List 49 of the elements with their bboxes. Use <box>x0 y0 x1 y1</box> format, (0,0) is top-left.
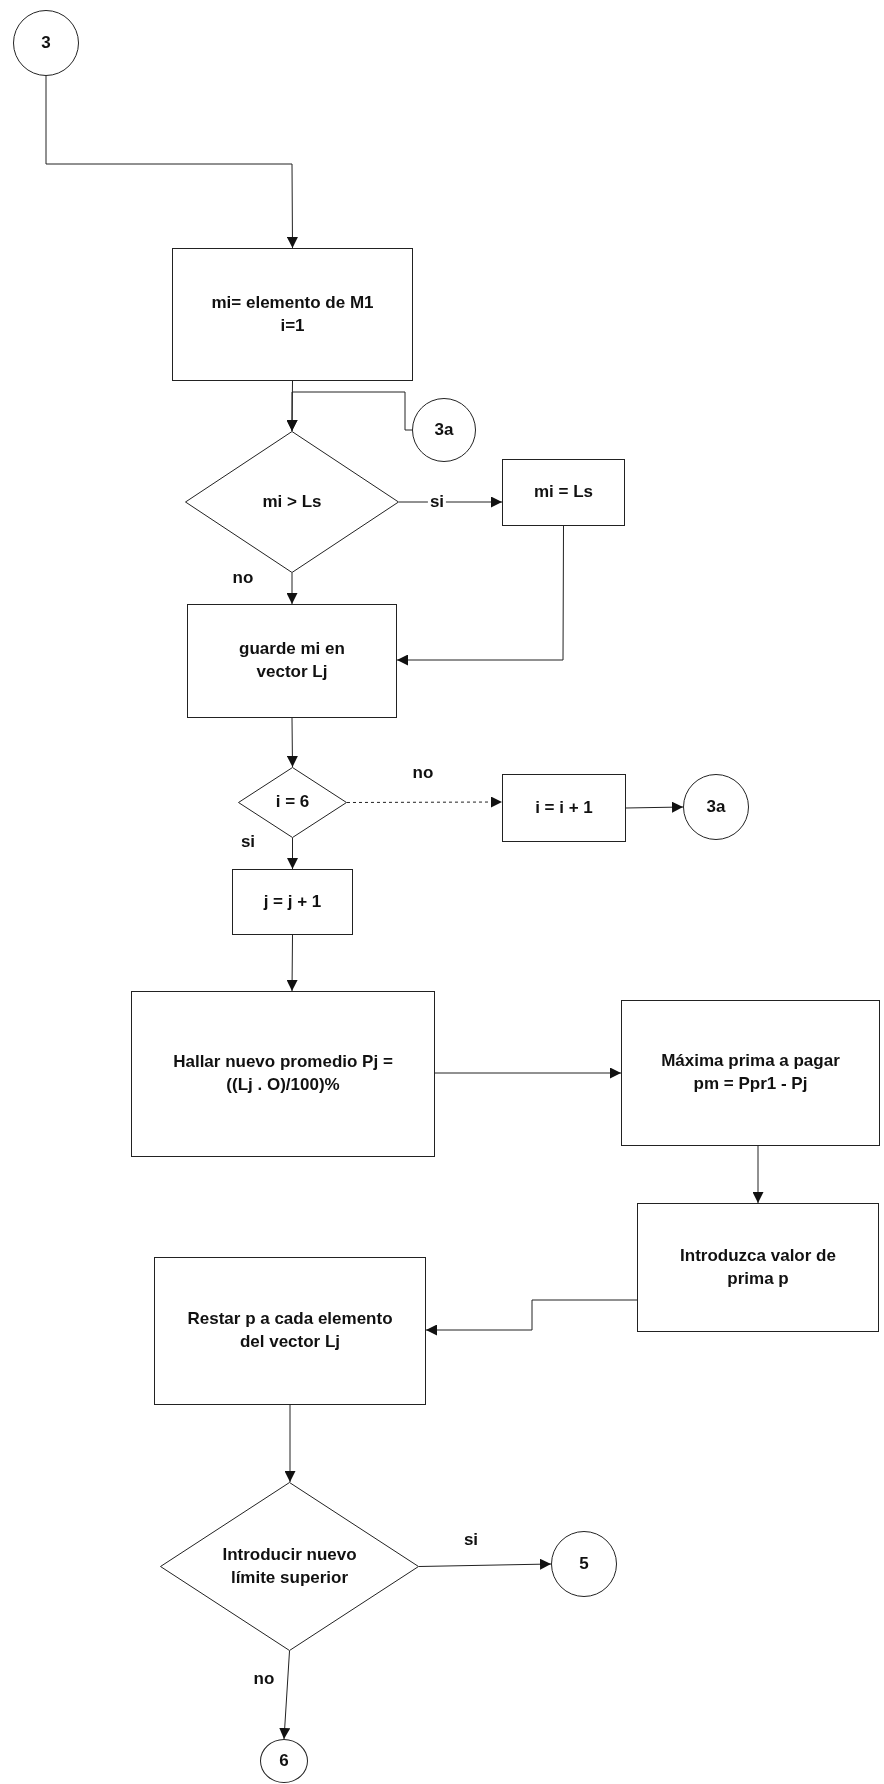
process-box <box>502 774 626 842</box>
arrow <box>752 1145 764 1204</box>
arrow <box>418 1558 552 1570</box>
node-text: Introducir nuevo límite superior <box>221 1543 358 1589</box>
arrow <box>284 1404 296 1483</box>
process-box <box>232 869 353 935</box>
arrow <box>425 1299 638 1336</box>
node-text: mi= elemento de M1 i=1 <box>210 291 375 337</box>
arrow <box>286 391 413 432</box>
edge-label: no <box>231 567 255 589</box>
process-box <box>172 248 413 381</box>
process-box <box>187 604 397 718</box>
decision-diamond <box>160 1482 419 1651</box>
arrow <box>45 75 298 249</box>
arrow <box>625 801 684 813</box>
node-text: i = 6 <box>274 791 311 814</box>
node-text: guarde mi en vector Lj <box>238 638 346 683</box>
process-box <box>502 459 625 526</box>
node-text: i = i + 1 <box>534 796 594 819</box>
node-text: 6 <box>278 1749 290 1772</box>
node-text: j = j + 1 <box>262 890 323 913</box>
node-text: 3 <box>40 31 52 54</box>
edge-label: no <box>411 762 435 784</box>
node-text: mi = Ls <box>532 481 595 504</box>
process-box <box>154 1257 426 1405</box>
decision-diamond <box>185 431 399 573</box>
connector-circle <box>260 1739 308 1783</box>
edge-label: si <box>462 1529 480 1551</box>
node-text: mi > Ls <box>261 490 323 513</box>
process-box <box>131 991 435 1157</box>
node-text: 3a <box>433 418 455 441</box>
edge-label: si <box>239 831 257 853</box>
node-text: Introduzca valor de prima p <box>679 1244 837 1290</box>
arrow <box>287 837 298 870</box>
process-box <box>637 1203 879 1332</box>
arrow <box>434 1067 622 1079</box>
arrow <box>396 525 564 666</box>
arrow <box>286 717 298 768</box>
node-text: 3a <box>705 795 727 818</box>
arrow <box>346 796 503 808</box>
node-text: 5 <box>578 1552 590 1575</box>
arrow <box>279 1650 291 1740</box>
process-box <box>621 1000 880 1146</box>
node-text: Restar p a cada elemento del vector Lj <box>186 1308 394 1353</box>
arrow <box>286 572 298 605</box>
arrow <box>286 934 298 992</box>
node-text: Hallar nuevo promedio Pj = ((Lj . O)/100)% <box>172 1051 394 1096</box>
node-text: Máxima prima a pagar pm = Ppr1 - Pj <box>660 1050 841 1095</box>
edge-label: no <box>252 1668 276 1690</box>
